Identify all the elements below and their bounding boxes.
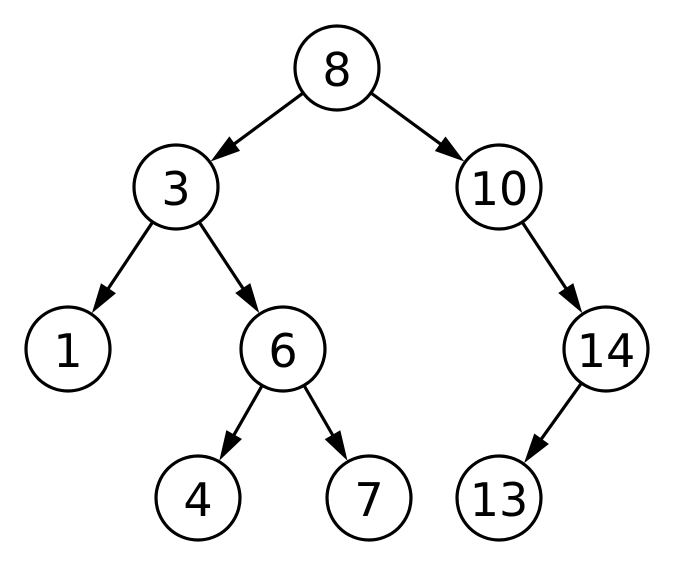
arrowhead-icon [324, 430, 348, 461]
edge-line [197, 221, 246, 291]
edge-line [302, 384, 335, 438]
node-circle [562, 305, 650, 393]
node-label: 4 [183, 473, 212, 527]
edge-8-to-3 [210, 91, 305, 162]
arrowhead-icon [210, 136, 241, 162]
node-label: 8 [322, 43, 351, 97]
node-circle [132, 143, 220, 231]
arrowhead-icon [235, 283, 260, 314]
edge-3-to-6 [197, 221, 260, 314]
node-label: 3 [161, 162, 190, 216]
arrowhead-icon [91, 283, 116, 314]
edge-line [231, 384, 264, 438]
arrowhead-icon [434, 136, 465, 162]
arrowhead-icon [524, 433, 549, 464]
node-circle [154, 454, 242, 542]
tree-node-8: 8 [293, 24, 381, 112]
edges-layer [91, 91, 583, 464]
tree-node-6: 6 [239, 305, 327, 393]
edge-8-to-10 [369, 91, 465, 162]
edge-line [369, 91, 443, 147]
node-circle [325, 454, 413, 542]
edge-14-to-13 [524, 382, 583, 464]
edge-6-to-7 [302, 384, 348, 461]
edge-line [520, 221, 569, 291]
node-circle [293, 24, 381, 112]
edge-line [232, 91, 305, 147]
edge-line [539, 382, 583, 442]
arrowhead-icon [219, 430, 242, 461]
edge-6-to-4 [219, 384, 264, 461]
node-label: 6 [268, 324, 297, 378]
node-label: 14 [577, 324, 636, 378]
tree-node-14: 14 [562, 305, 650, 393]
node-circle [455, 454, 543, 542]
tree-node-13: 13 [455, 454, 543, 542]
node-label: 1 [53, 324, 82, 378]
node-circle [455, 143, 543, 231]
arrowhead-icon [558, 283, 583, 314]
node-circle [239, 305, 327, 393]
tree-node-10: 10 [455, 143, 543, 231]
edge-10-to-14 [520, 221, 583, 314]
tree-node-7: 7 [325, 454, 413, 542]
edge-3-to-1 [91, 221, 155, 314]
edge-line [106, 221, 155, 291]
node-label: 10 [470, 162, 529, 216]
tree-node-4: 4 [154, 454, 242, 542]
node-label: 13 [470, 473, 529, 527]
node-label: 7 [354, 473, 383, 527]
node-circle [24, 305, 112, 393]
nodes-layer: 8 3 10 1 6 14 4 7 13 [24, 24, 650, 542]
tree-node-1: 1 [24, 305, 112, 393]
tree-node-3: 3 [132, 143, 220, 231]
